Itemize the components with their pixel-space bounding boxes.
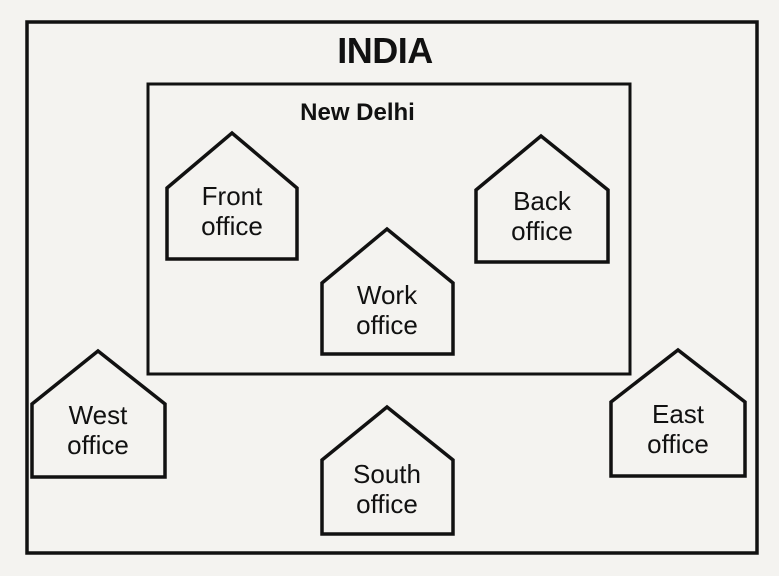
back-office-label-line2: office: [511, 216, 573, 246]
west-office-label-line1: West: [68, 400, 128, 430]
country-title: INDIA: [337, 30, 433, 71]
east-office-house: [609, 347, 747, 478]
west-office-label-line2: office: [67, 430, 129, 460]
city-label: New Delhi: [300, 99, 415, 126]
east-office-label: East office: [613, 399, 743, 459]
new-delhi-boundary: [146, 82, 632, 376]
south-office-label-line2: office: [356, 489, 418, 519]
front-office-label: Front office: [167, 181, 297, 241]
front-office-house: [165, 130, 299, 261]
work-office-house: [320, 226, 455, 356]
front-office-label-line2: office: [201, 211, 263, 241]
south-office-house: [320, 404, 455, 536]
front-office-label-line1: Front: [201, 181, 263, 211]
west-office-house: [30, 348, 167, 479]
work-office-label-line2: office: [356, 310, 418, 340]
back-office-house: [474, 133, 610, 264]
back-office-label: Back office: [477, 186, 607, 246]
east-office-label-line2: office: [647, 429, 709, 459]
south-office-label: South office: [322, 459, 452, 519]
west-office-label: West office: [33, 400, 163, 460]
east-office-label-line1: East: [651, 399, 705, 429]
work-office-label: Work office: [322, 280, 452, 340]
south-office-label-line1: South: [353, 459, 421, 489]
back-office-label-line1: Back: [513, 186, 571, 216]
india-boundary: [25, 20, 759, 555]
work-office-label-line1: Work: [356, 280, 418, 310]
